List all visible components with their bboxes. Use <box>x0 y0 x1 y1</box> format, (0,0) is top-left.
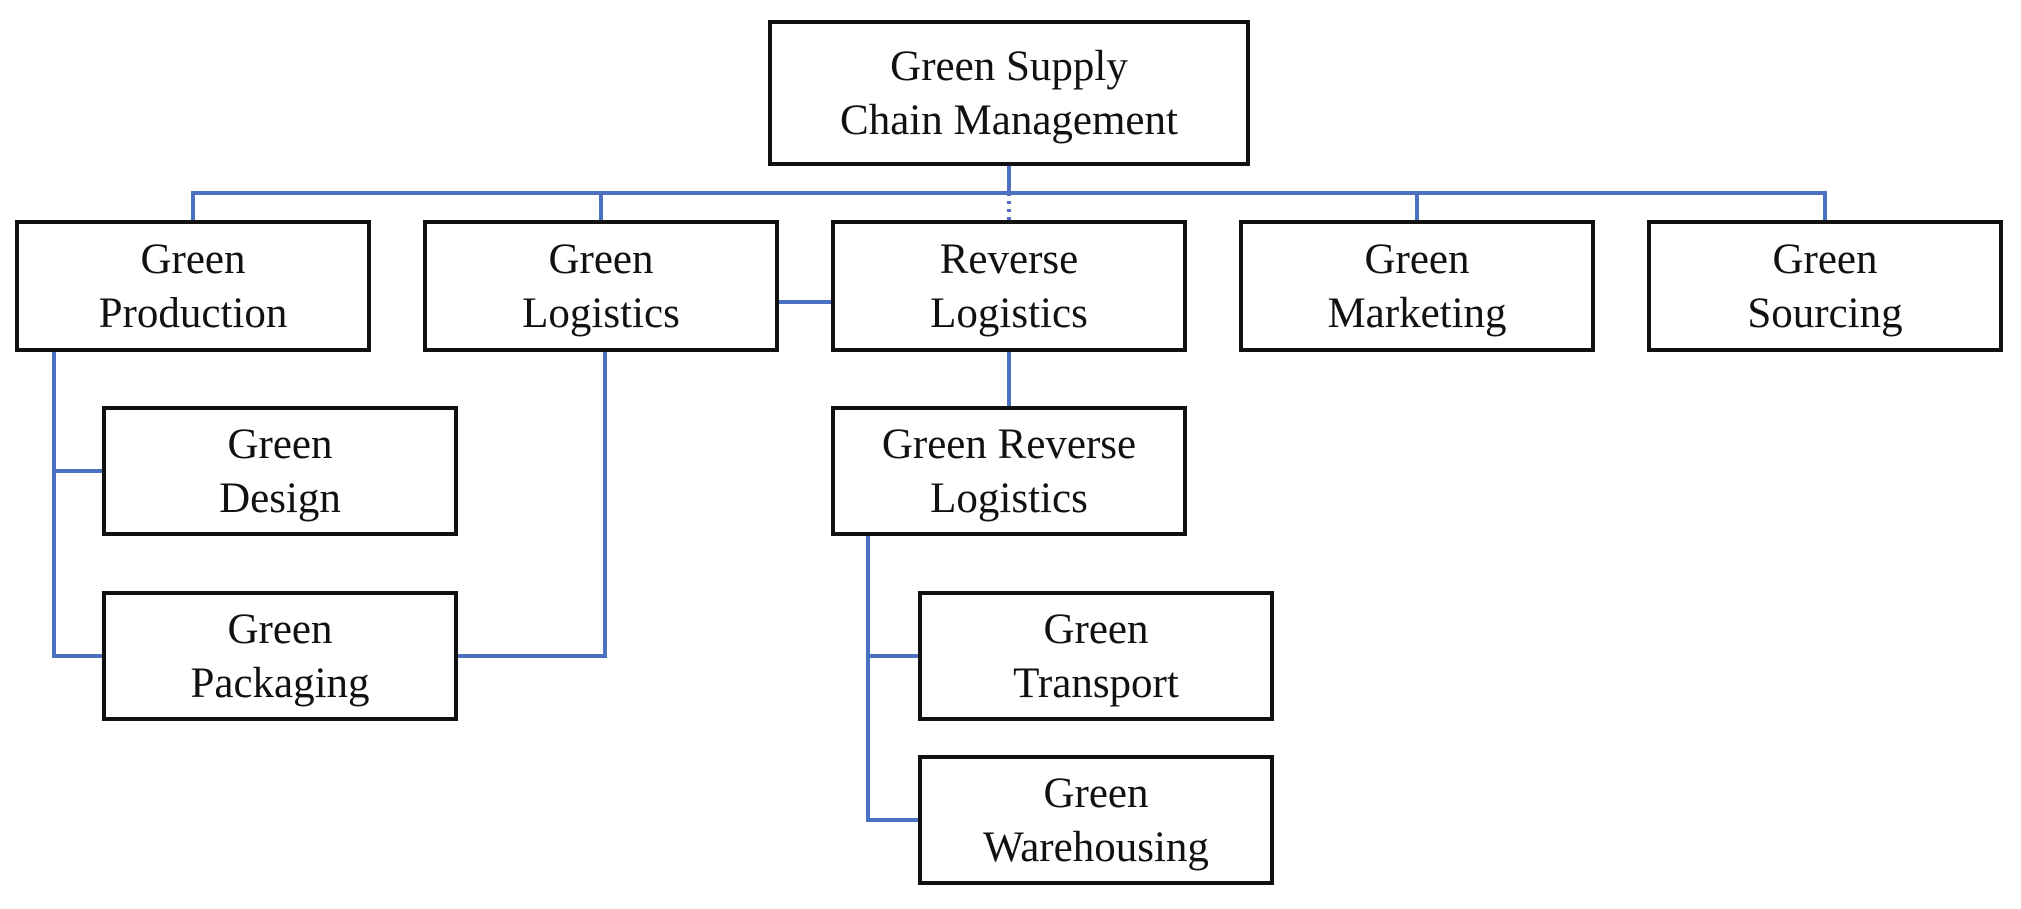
node-label-green-logistics-line-1: Green <box>548 236 653 283</box>
node-box-root <box>768 20 1250 166</box>
connector-root-to-green-marketing <box>1007 191 1419 224</box>
node-box-green-sourcing <box>1647 220 2003 352</box>
node-box-green-transport <box>918 591 1274 721</box>
node-label-green-transport-line-1: Green <box>1043 606 1148 653</box>
node-box-green-warehousing <box>918 755 1274 885</box>
node-label-root-line-1: Green Supply <box>890 43 1128 90</box>
node-label-green-warehousing-line-1: Green <box>1043 770 1148 817</box>
connector-green-reverse-logistics-to-green-transport <box>866 532 922 658</box>
node-box-reverse-logistics <box>831 220 1187 352</box>
node-label-green-design-line-1: Green <box>227 421 332 468</box>
node-label-green-marketing-line-1: Green <box>1364 236 1469 283</box>
connector-green-reverse-logistics-to-green-warehousing <box>866 654 922 822</box>
node-box-green-reverse-logistics <box>831 406 1187 536</box>
node-label-green-sourcing-line-1: Green <box>1772 236 1877 283</box>
connector-root-to-green-sourcing <box>1415 191 1827 224</box>
node-label-green-transport-line-2: Transport <box>1013 660 1179 707</box>
node-box-green-design <box>102 406 458 536</box>
connector-green-logistics-to-green-packaging <box>454 348 607 658</box>
node-label-green-reverse-logistics-line-1: Green Reverse <box>882 421 1136 468</box>
node-label-green-sourcing-line-2: Sourcing <box>1747 290 1902 337</box>
node-label-green-production-line-2: Production <box>99 290 288 337</box>
node-label-reverse-logistics-line-2: Logistics <box>930 290 1088 337</box>
node-label-green-reverse-logistics-line-2: Logistics <box>930 475 1088 522</box>
node-box-green-logistics <box>423 220 779 352</box>
connector-green-production-to-green-design <box>52 348 106 473</box>
node-label-reverse-logistics-line-1: Reverse <box>940 236 1079 283</box>
node-label-root-line-2: Chain Management <box>840 97 1178 144</box>
node-box-green-marketing <box>1239 220 1595 352</box>
node-label-green-packaging-line-2: Packaging <box>190 660 369 707</box>
node-label-green-logistics-line-2: Logistics <box>522 290 680 337</box>
node-label-green-marketing-line-2: Marketing <box>1327 290 1506 337</box>
connector-green-production-to-green-packaging <box>52 469 106 658</box>
node-label-green-warehousing-line-2: Warehousing <box>983 824 1209 871</box>
node-box-green-packaging <box>102 591 458 721</box>
connector-root-to-green-logistics <box>599 191 1011 224</box>
connector-layer <box>52 162 1827 822</box>
node-box-green-production <box>15 220 371 352</box>
node-label-green-design-line-2: Design <box>219 475 341 522</box>
node-label-green-production-line-1: Green <box>140 236 245 283</box>
node-label-green-packaging-line-1: Green <box>227 606 332 653</box>
